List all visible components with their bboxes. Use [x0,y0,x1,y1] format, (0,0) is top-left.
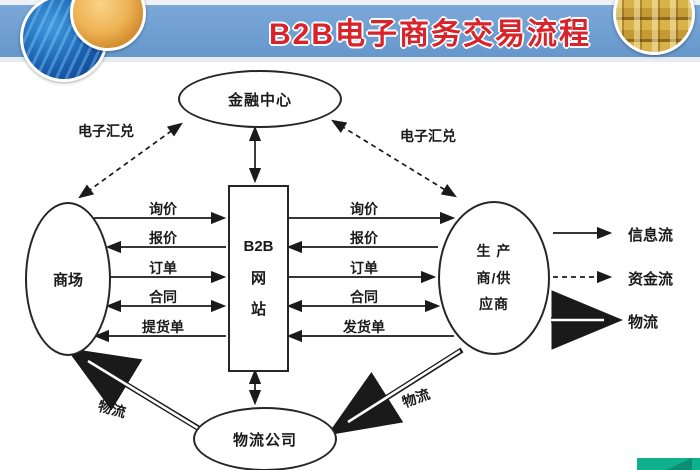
node-b2b-website: B2B 网 站 [228,185,289,372]
nav-arrow-icon [666,458,692,470]
flow-label-pickup-bill: 提货单 [142,319,184,335]
b2b-label-line1: B2B [243,238,274,256]
logistics-arrows [65,347,464,436]
b2b-label-line3: 站 [250,301,266,319]
capital-flow-arrows [78,119,457,199]
b2b-label-line2: 网 [250,269,266,287]
remittance-label-right: 电子汇兑 [400,128,456,144]
producer-label-line2: 商/供 [476,269,512,286]
top-strip [0,0,700,5]
node-producer-supplier: 生 产 商/供 应商 [438,201,550,355]
corner-nav-button[interactable] [637,458,700,470]
flow-label-delivery-note: 发货单 [343,319,385,335]
finance-center-label: 金融中心 [227,91,292,109]
node-finance-center: 金融中心 [178,70,342,128]
info-flow-arrows-left [93,211,227,343]
flow-label-quote-right: 报价 [350,230,378,246]
flow-label-order-right: 订单 [350,260,378,276]
legend-info-flow-label: 信息流 [628,227,674,244]
remittance-label-left: 电子汇兑 [78,123,134,139]
flow-label-quote-left: 报价 [149,230,177,246]
gold-bars-photo-icon [613,0,695,55]
banner-underline [0,57,700,62]
flow-label-inquiry-right: 询价 [350,201,378,217]
producer-label-line3: 应商 [479,296,509,313]
legend-logistics-flow-label: 物流 [628,314,659,331]
flow-label-contract-right: 合同 [350,289,378,305]
legend-arrows [551,226,623,350]
market-label: 商场 [52,271,83,289]
flow-label-inquiry-left: 询价 [149,201,177,217]
flow-label-order-left: 订单 [149,260,177,276]
info-flow-arrows-right [286,211,456,343]
legend-capital-flow-label: 资金流 [628,271,674,288]
producer-label-line1: 生 产 [476,243,512,260]
node-logistics-company: 物流公司 [193,407,337,470]
logistics-company-label: 物流公司 [232,431,297,449]
node-market: 商场 [25,202,111,356]
slide-title: B2B电子商务交易流程 [268,18,591,51]
flow-label-contract-left: 合同 [149,289,177,305]
